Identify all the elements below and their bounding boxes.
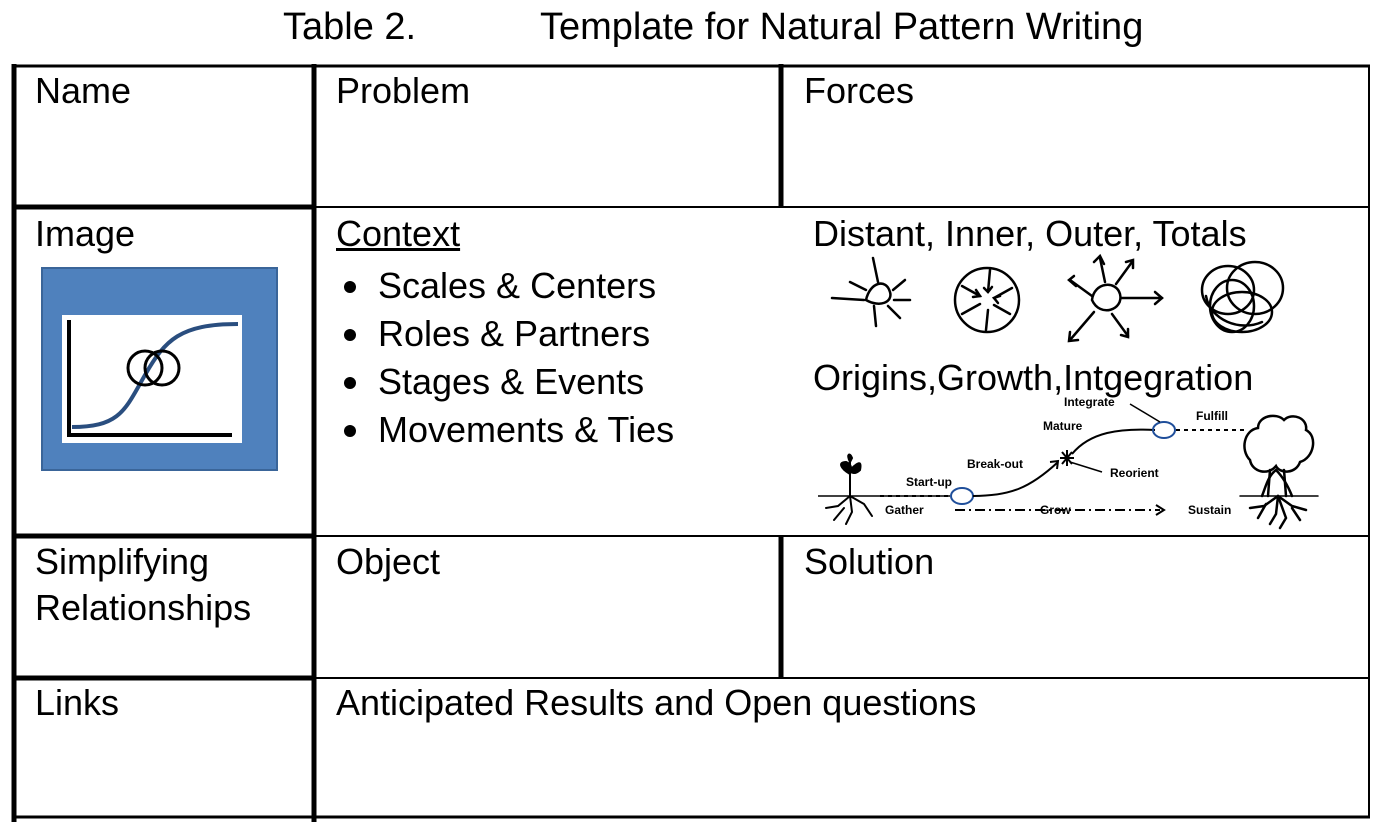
outer-icon <box>1067 253 1164 343</box>
cell-simplifying-2: Relationships <box>35 587 252 628</box>
cell-forces: Forces <box>804 70 915 111</box>
cell-links: Links <box>35 682 120 723</box>
label-mature: Mature <box>1043 419 1083 433</box>
list-item: Roles & Partners <box>336 310 674 358</box>
cell-solution: Solution <box>804 541 935 582</box>
label-sustain: Sustain <box>1188 503 1231 517</box>
label-break-out: Break-out <box>967 457 1023 471</box>
cell-problem: Problem <box>336 70 471 111</box>
label-start-up: Start-up <box>906 475 952 489</box>
reorient-star-icon <box>1060 450 1074 466</box>
distant-icon <box>830 256 912 328</box>
context-heading: Context <box>336 213 461 254</box>
cell-name: Name <box>35 70 132 111</box>
table-caption: Template for Natural Pattern Writing <box>540 6 1144 48</box>
seedling-icon <box>825 453 873 525</box>
cell-object: Object <box>336 541 441 582</box>
label-grow: Grow <box>1040 503 1071 517</box>
cell-anticipated: Anticipated Results and Open questions <box>336 682 977 723</box>
bullet-icon <box>344 425 356 437</box>
cell-simplifying-1: Simplifying <box>35 541 210 582</box>
list-item: Stages & Events <box>336 358 674 406</box>
totals-icon <box>1200 260 1285 334</box>
list-item: Movements & Ties <box>336 406 674 454</box>
forces-heading-1: Distant, Inner, Outer, Totals <box>813 213 1247 254</box>
context-list: Scales & Centers Roles & Partners Stages… <box>336 262 674 454</box>
bullet-icon <box>344 329 356 341</box>
inner-icon <box>953 266 1021 334</box>
bullet-icon <box>344 281 356 293</box>
label-gather: Gather <box>885 503 924 517</box>
cell-image: Image <box>35 213 136 254</box>
table-number: Table 2. <box>283 6 417 48</box>
label-reorient: Reorient <box>1110 466 1159 480</box>
table-title: Table 2. Template for Natural Pattern Wr… <box>0 6 1380 50</box>
label-integrate: Integrate <box>1064 395 1115 409</box>
tree-icon <box>1239 414 1319 530</box>
forces-heading-2: Origins,Growth,Intgegration <box>813 357 1254 398</box>
list-item: Scales & Centers <box>336 262 674 310</box>
label-fulfill: Fulfill <box>1196 409 1228 423</box>
bullet-icon <box>344 377 356 389</box>
